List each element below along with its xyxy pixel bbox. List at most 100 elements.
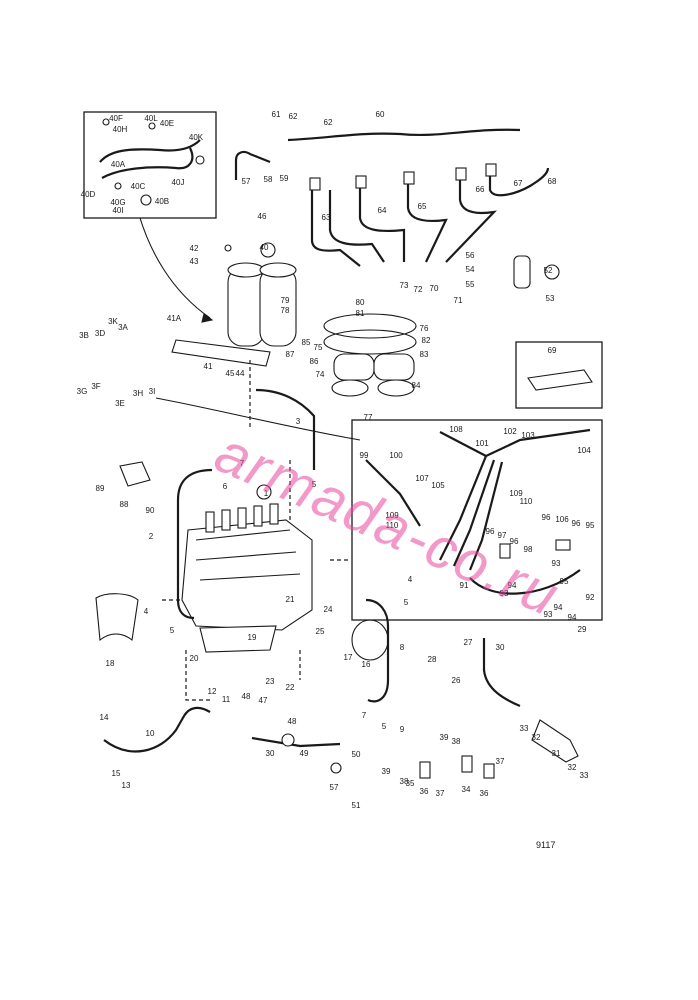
callout-91: 91 [460,581,469,590]
callout-90: 90 [146,506,155,515]
inset-high-pressure-lines [351,419,603,621]
callout-15: 15 [112,769,121,778]
callout-41A: 41A [167,314,182,323]
callout-62: 62 [289,112,298,121]
callout-21: 21 [286,595,295,604]
callout-96: 96 [486,527,495,536]
callout-93: 93 [500,589,509,598]
callout-20: 20 [190,654,199,663]
callout-67: 67 [514,179,523,188]
callout-32: 32 [568,763,577,772]
callout-56: 56 [466,251,475,260]
callout-80: 80 [356,298,365,307]
filter-cap-left [227,262,265,278]
callout-94: 94 [568,613,577,622]
inset-banjo-lower [140,194,152,206]
callout-94: 94 [508,581,517,590]
filter-bracket-41 [171,339,271,367]
callout-72: 72 [414,285,423,294]
callout-3G: 3G [77,387,88,396]
callout-45: 45 [226,369,235,378]
callout-40K: 40K [189,133,204,142]
callout-74: 74 [316,370,325,379]
hp-line-d [468,461,504,571]
callout-2: 2 [149,532,154,541]
banjo-48 [281,733,295,747]
inset-leader-line [139,217,211,319]
callout-84: 84 [412,381,421,390]
callout-3I: 3I [149,387,156,396]
callout-13: 13 [122,781,131,790]
callout-50: 50 [352,750,361,759]
pump-element-1 [205,511,215,533]
callout-98: 98 [524,545,533,554]
callout-3K: 3K [108,317,118,326]
callout-3F: 3F [91,382,100,391]
callout-51: 51 [352,801,361,810]
fuel-filter-assembly [171,242,297,367]
callout-49: 49 [300,749,309,758]
inset-69-frame [515,341,603,409]
inset-hp-frame [351,419,603,621]
tool-69 [527,369,593,391]
callout-62: 62 [324,118,333,127]
pipe-65 [406,178,448,263]
injection-pump [95,484,313,653]
callout-102: 102 [503,427,517,436]
hardware-bottom [119,461,495,779]
callout-54: 54 [466,265,475,274]
pump-element-3 [237,507,247,529]
cover-18 [95,593,139,642]
callout-37: 37 [496,757,505,766]
inset-hose-lower [101,147,194,179]
hp-line-f [469,569,581,595]
nut-65 [403,171,415,185]
callout-7: 7 [362,711,367,720]
callout-11: 11 [222,695,231,704]
callout-75: 75 [314,343,323,352]
callout-59: 59 [280,174,289,183]
hp-line-b [439,455,488,561]
callout-ring-52 [544,264,560,280]
callout-87: 87 [286,350,295,359]
return-line-60 [287,128,521,142]
callout-40G: 40G [110,198,125,207]
callout-69: 69 [548,346,557,355]
pipe-3 [255,388,316,470]
callout-103: 103 [521,431,535,440]
callout-7: 7 [240,459,245,468]
callout-40L: 40L [144,114,158,123]
pipe-57 [234,150,271,180]
callout-101: 101 [475,439,489,448]
seal-ring-16 [351,619,389,661]
fitting-31 [531,719,579,763]
callout-77: 77 [364,413,373,422]
callout-5: 5 [404,598,409,607]
pipe-64 [358,182,406,262]
callout-88: 88 [120,500,129,509]
callout-40I: 40I [112,206,123,215]
pipe-66 [445,172,498,263]
callout-40C: 40C [131,182,146,191]
injection-lines-top [234,128,550,267]
leader-line-3 [155,397,361,441]
inset-washer [148,122,156,130]
nut-64 [355,175,367,189]
callout-94: 94 [554,603,563,612]
callout-40B: 40B [155,197,169,206]
callout-4: 4 [144,607,149,616]
callout-3A: 3A [118,323,128,332]
callout-ring-40 [260,242,276,258]
callout-46: 46 [258,212,267,221]
callout-52: 52 [544,266,553,275]
inset-banjo [195,155,205,165]
pump-bracket-19 [199,625,277,653]
callout-12: 12 [208,687,217,696]
fuel-pipes-lower [103,388,579,763]
nut-63 [309,177,321,191]
callout-85: 85 [302,338,311,347]
callout-33: 33 [520,724,529,733]
inset-filter-hoses [83,111,217,323]
callout-22: 22 [286,683,295,692]
valve-body-52 [513,255,531,289]
